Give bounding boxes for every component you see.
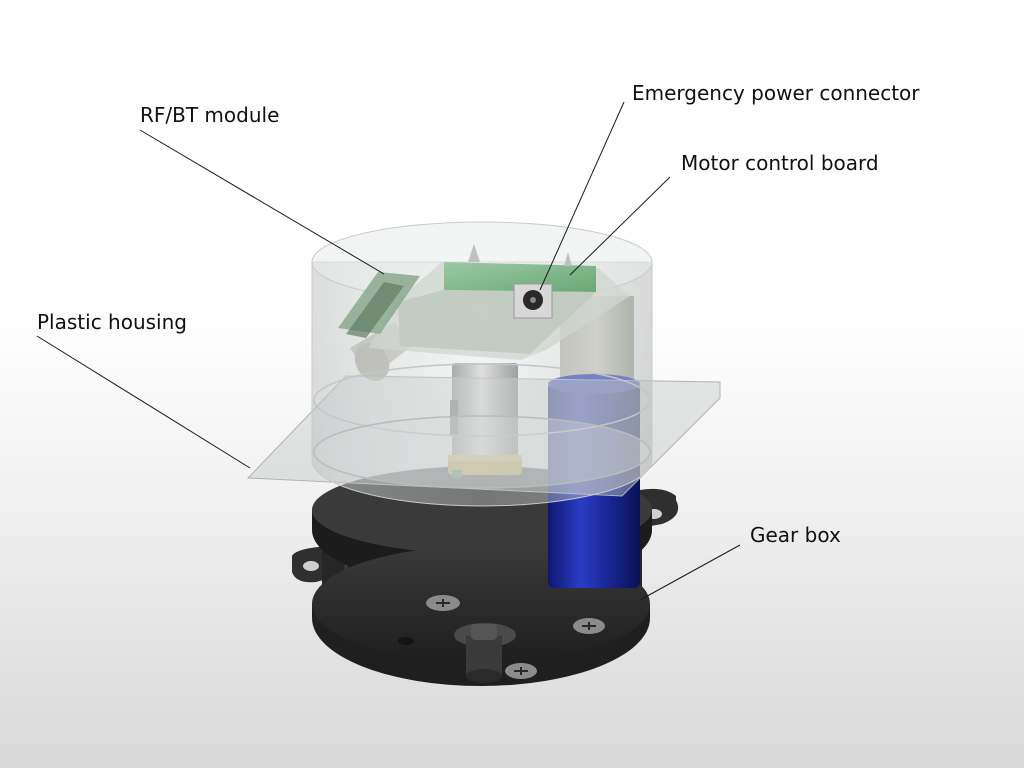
boards [338,244,630,360]
flange-hole-left [303,561,319,571]
pcb-pin-2 [564,252,572,266]
pcb-pin-1 [468,244,480,262]
screw-2 [573,618,605,634]
callout-line-housing [36,335,251,469]
housing-bottom-rim [313,415,651,489]
label-emergency-power-connector: Emergency power connector [632,81,920,105]
label-plastic-housing: Plastic housing [37,310,187,334]
rf-bt-module [338,272,420,338]
callout-lines [36,101,741,601]
callout-line-motor [569,176,671,276]
label-gear-box: Gear box [750,523,841,547]
callout-line-gearbox [639,544,741,601]
callout-line-rf-bt [139,129,385,275]
screw-3 [505,663,537,679]
emergency-power-connector [513,283,553,319]
screw-1 [426,595,460,611]
housing-mid-rim [313,363,651,437]
output-shaft [454,623,516,683]
label-motor-control-board: Motor control board [681,151,879,175]
disc-hole [398,637,414,645]
callout-line-emergency [539,101,625,291]
label-rf-bt-module: RF/BT module [140,103,280,127]
